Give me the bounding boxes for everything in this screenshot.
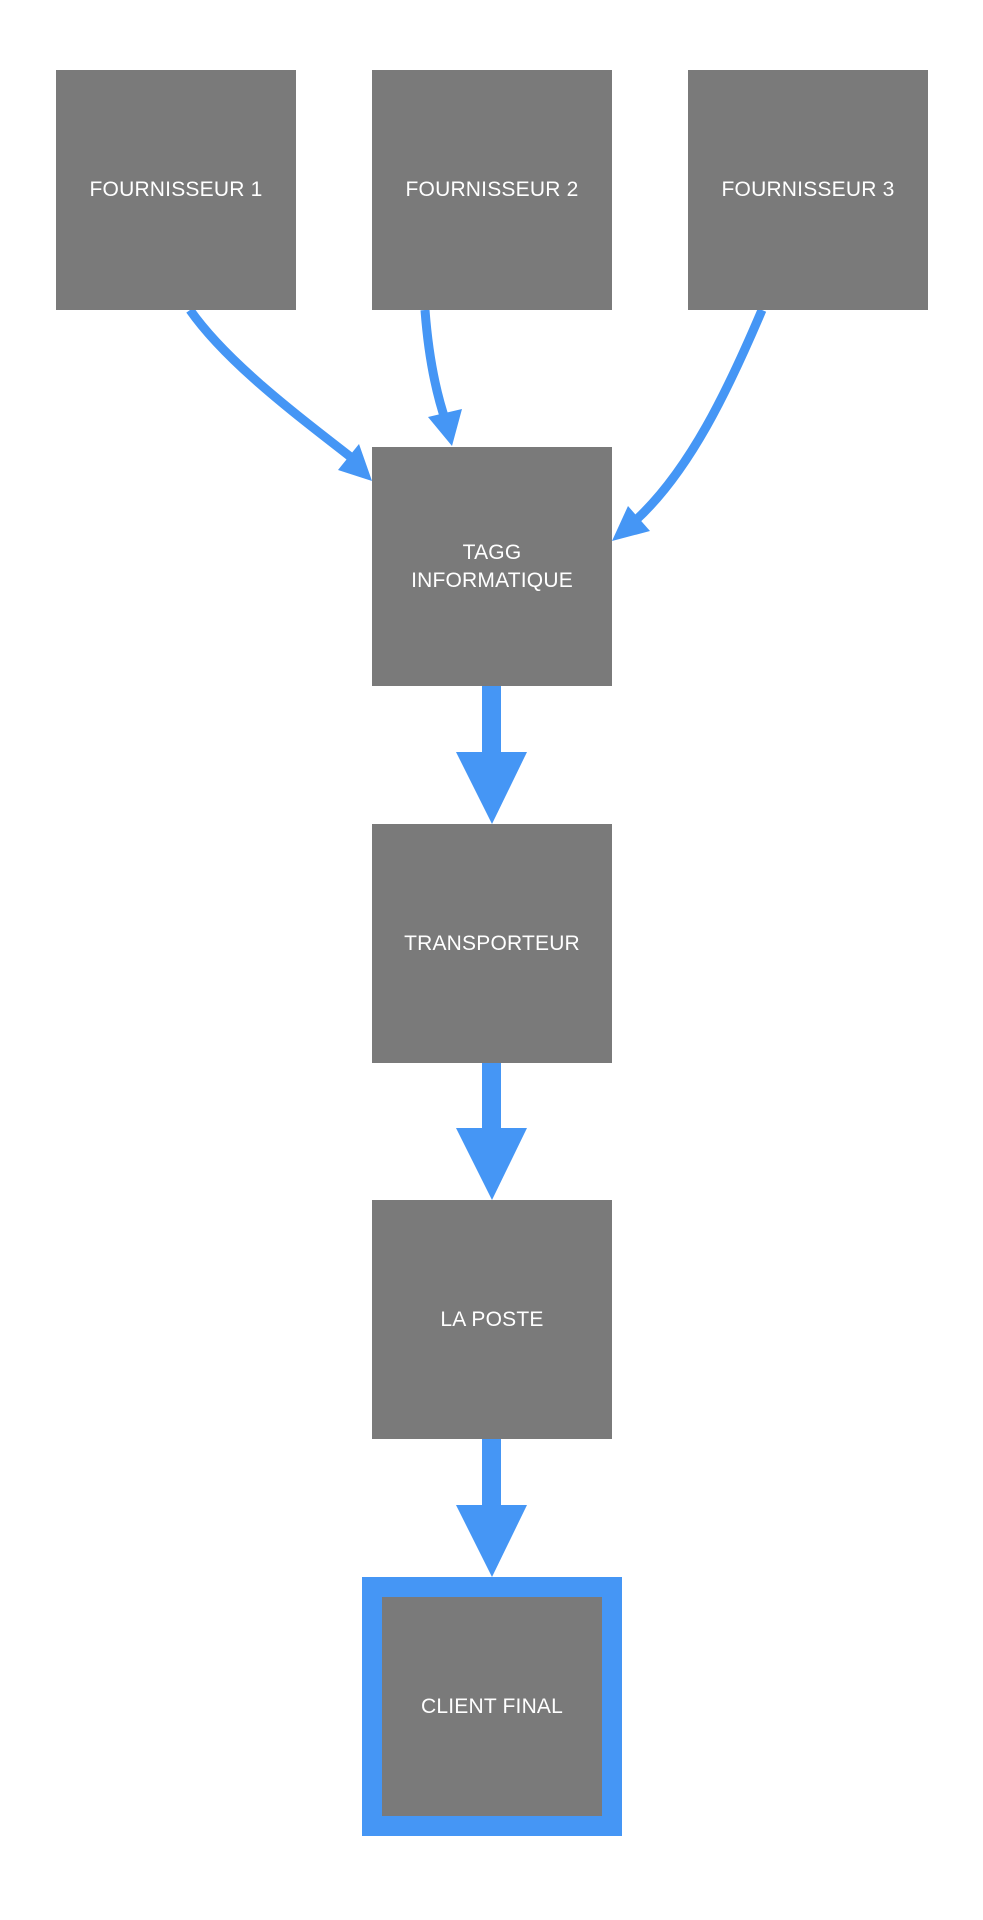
node-fournisseur-2: FOURNISSEUR 2 [372,70,612,310]
node-tagg-informatique-label: TAGG INFORMATIQUE [411,539,573,595]
edge-fournisseur-2-to-tagg [420,309,451,424]
node-client-final: CLIENT FINAL [362,1577,622,1836]
edge-fournisseur-3-to-tagg [632,308,767,524]
arrowhead-la-poste [456,1128,527,1200]
node-fournisseur-1-label: FOURNISSEUR 1 [89,178,263,201]
node-transporteur-label: TRANSPORTEUR [404,931,580,955]
node-fournisseur-2-label: FOURNISSEUR 2 [405,178,579,201]
arrowhead-client-final [456,1505,527,1577]
node-client-final-label: CLIENT FINAL [420,1694,564,1718]
node-la-poste-label: LA POSTE [440,1307,544,1331]
arrowhead-transporteur [456,752,527,824]
node-fournisseur-3: FOURNISSEUR 3 [688,70,928,310]
node-la-poste: LA POSTE [372,1200,612,1439]
node-tagg-line-1: TAGG [462,540,522,564]
arrowhead-fournisseur-3 [612,506,650,541]
arrowhead-fournisseur-2 [428,409,462,446]
arrowhead-fournisseur-1 [338,444,372,481]
edge-tagg-to-transporteur [482,686,501,754]
edge-transporteur-to-la-poste [482,1063,501,1130]
edge-fournisseur-1-to-tagg [186,307,355,462]
node-tagg-line-2: INFORMATIQUE [411,568,573,592]
node-tagg-informatique: TAGG INFORMATIQUE [372,447,612,686]
node-fournisseur-3-label: FOURNISSEUR 3 [721,178,895,201]
node-transporteur: TRANSPORTEUR [372,824,612,1063]
node-fournisseur-1: FOURNISSEUR 1 [56,70,296,310]
edge-la-poste-to-client-final [482,1439,501,1507]
